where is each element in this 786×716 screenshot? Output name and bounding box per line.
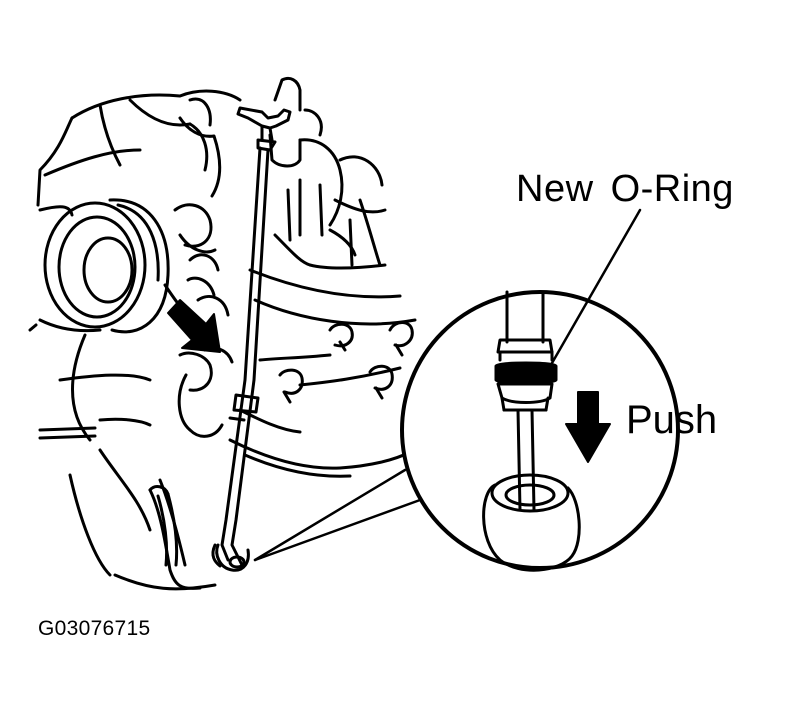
push-arrow-icon	[565, 391, 611, 463]
new-o-ring-label: New O-Ring	[516, 168, 734, 210]
dipstick-guide-tube	[211, 106, 292, 572]
engine-block	[28, 76, 417, 591]
o-ring-band	[494, 361, 558, 385]
push-label: Push	[626, 398, 718, 442]
detail-magnifier-circle	[400, 290, 680, 572]
callout-pointer-lines	[253, 468, 422, 562]
o-ring-leader-line	[546, 208, 642, 372]
figure-id: G03076715	[38, 617, 151, 640]
location-arrow-icon	[167, 299, 221, 353]
